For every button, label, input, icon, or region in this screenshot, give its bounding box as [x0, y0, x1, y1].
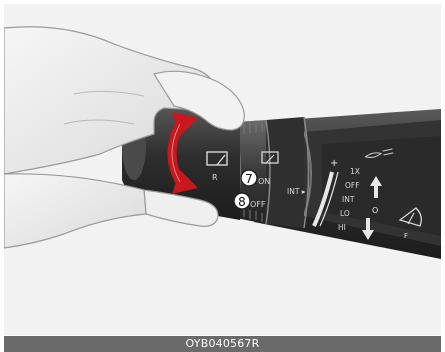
on-label: ON — [258, 177, 270, 186]
mist-mark-label: O — [372, 206, 378, 215]
speed-minus-label: – — [309, 232, 314, 243]
speed-plus-label: + — [330, 158, 338, 169]
figure-caption: OYB040567R — [4, 336, 441, 352]
svg-text:7: 7 — [245, 172, 253, 186]
position-hi: HI — [338, 223, 346, 232]
wiper-lever-illustration: R 7 8 ON OFF INT ▸ — [4, 4, 441, 335]
position-1x: 1X — [350, 167, 360, 176]
position-lo: LO — [340, 209, 350, 218]
illustration-panel: R 7 8 ON OFF INT ▸ — [4, 4, 441, 335]
int-label: INT ▸ — [287, 187, 306, 196]
position-int: INT — [342, 195, 355, 204]
position-off: OFF — [345, 181, 360, 190]
off-label: OFF — [250, 200, 266, 209]
rear-mark-label: R — [212, 173, 218, 182]
callout-7: 7 — [241, 170, 257, 186]
svg-text:8: 8 — [238, 195, 246, 209]
washer-mark-label: F — [404, 232, 408, 240]
caption-bar: OYB040567R — [4, 336, 441, 352]
callout-8: 8 — [234, 193, 250, 209]
